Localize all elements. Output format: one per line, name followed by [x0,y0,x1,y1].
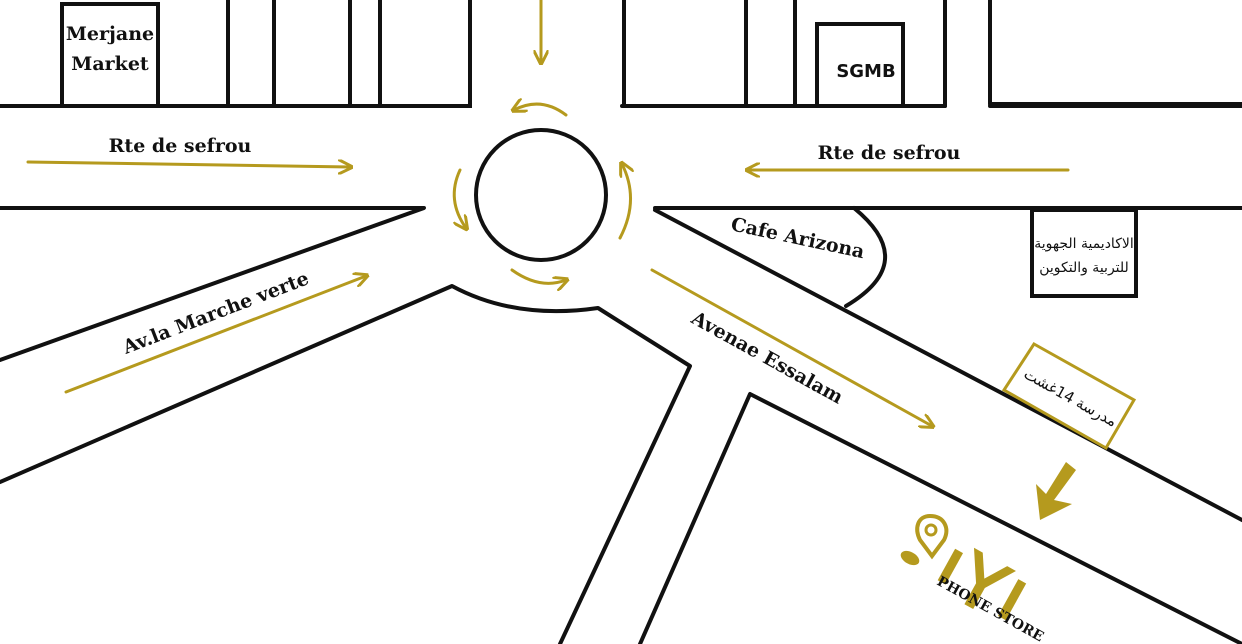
arrow-avenae-essalam [650,268,932,426]
right-diagonal-upper-edge [653,208,1242,522]
roundabout-arrow-right [618,164,631,240]
roundabout-arrow-top [514,104,568,117]
building-top-right [988,0,1242,106]
building-top-2 [272,0,352,108]
street-label-rte-sefrou-right: Rte de sefrou [818,142,961,164]
street-label-rte-sefrou-left: Rte de sefrou [109,135,252,157]
iyi-logo-icon [937,547,1027,621]
arrow-av-marche-verte [64,276,366,394]
sgmb-label: SGMB [836,61,895,82]
school-building [1001,342,1137,451]
street-label-avenae-essalam: Avenae Essalam [687,307,847,409]
merjane-market-label-line1: Merjane [66,23,154,45]
left-block-upper-edge [0,206,426,362]
roundabout [474,128,608,262]
merjane-market-label-line2: Market [71,53,149,75]
arrow-down-left-icon [1036,462,1076,520]
building-top-3 [378,0,472,108]
academy-building [1030,208,1138,298]
academy-label-line2: للتربية والتكوين [1039,260,1129,276]
merjane-market-building [60,2,160,108]
roundabout-arrow-bottom [510,268,566,283]
left-block-lower-edge [0,284,692,644]
building-top-4 [622,0,748,108]
academy-label-line1: الاكاديمية الجهوية [1034,236,1134,252]
roundabout-arrow-left [452,168,466,228]
cafe-arizona-block [844,206,888,308]
bottom-right-block [638,392,1242,644]
cafe-arizona-label: Cafe Arizona [729,213,866,263]
arrow-rte-sefrou-east [26,162,350,167]
map-pin-icon [900,513,949,566]
sgmb-building [815,22,905,108]
